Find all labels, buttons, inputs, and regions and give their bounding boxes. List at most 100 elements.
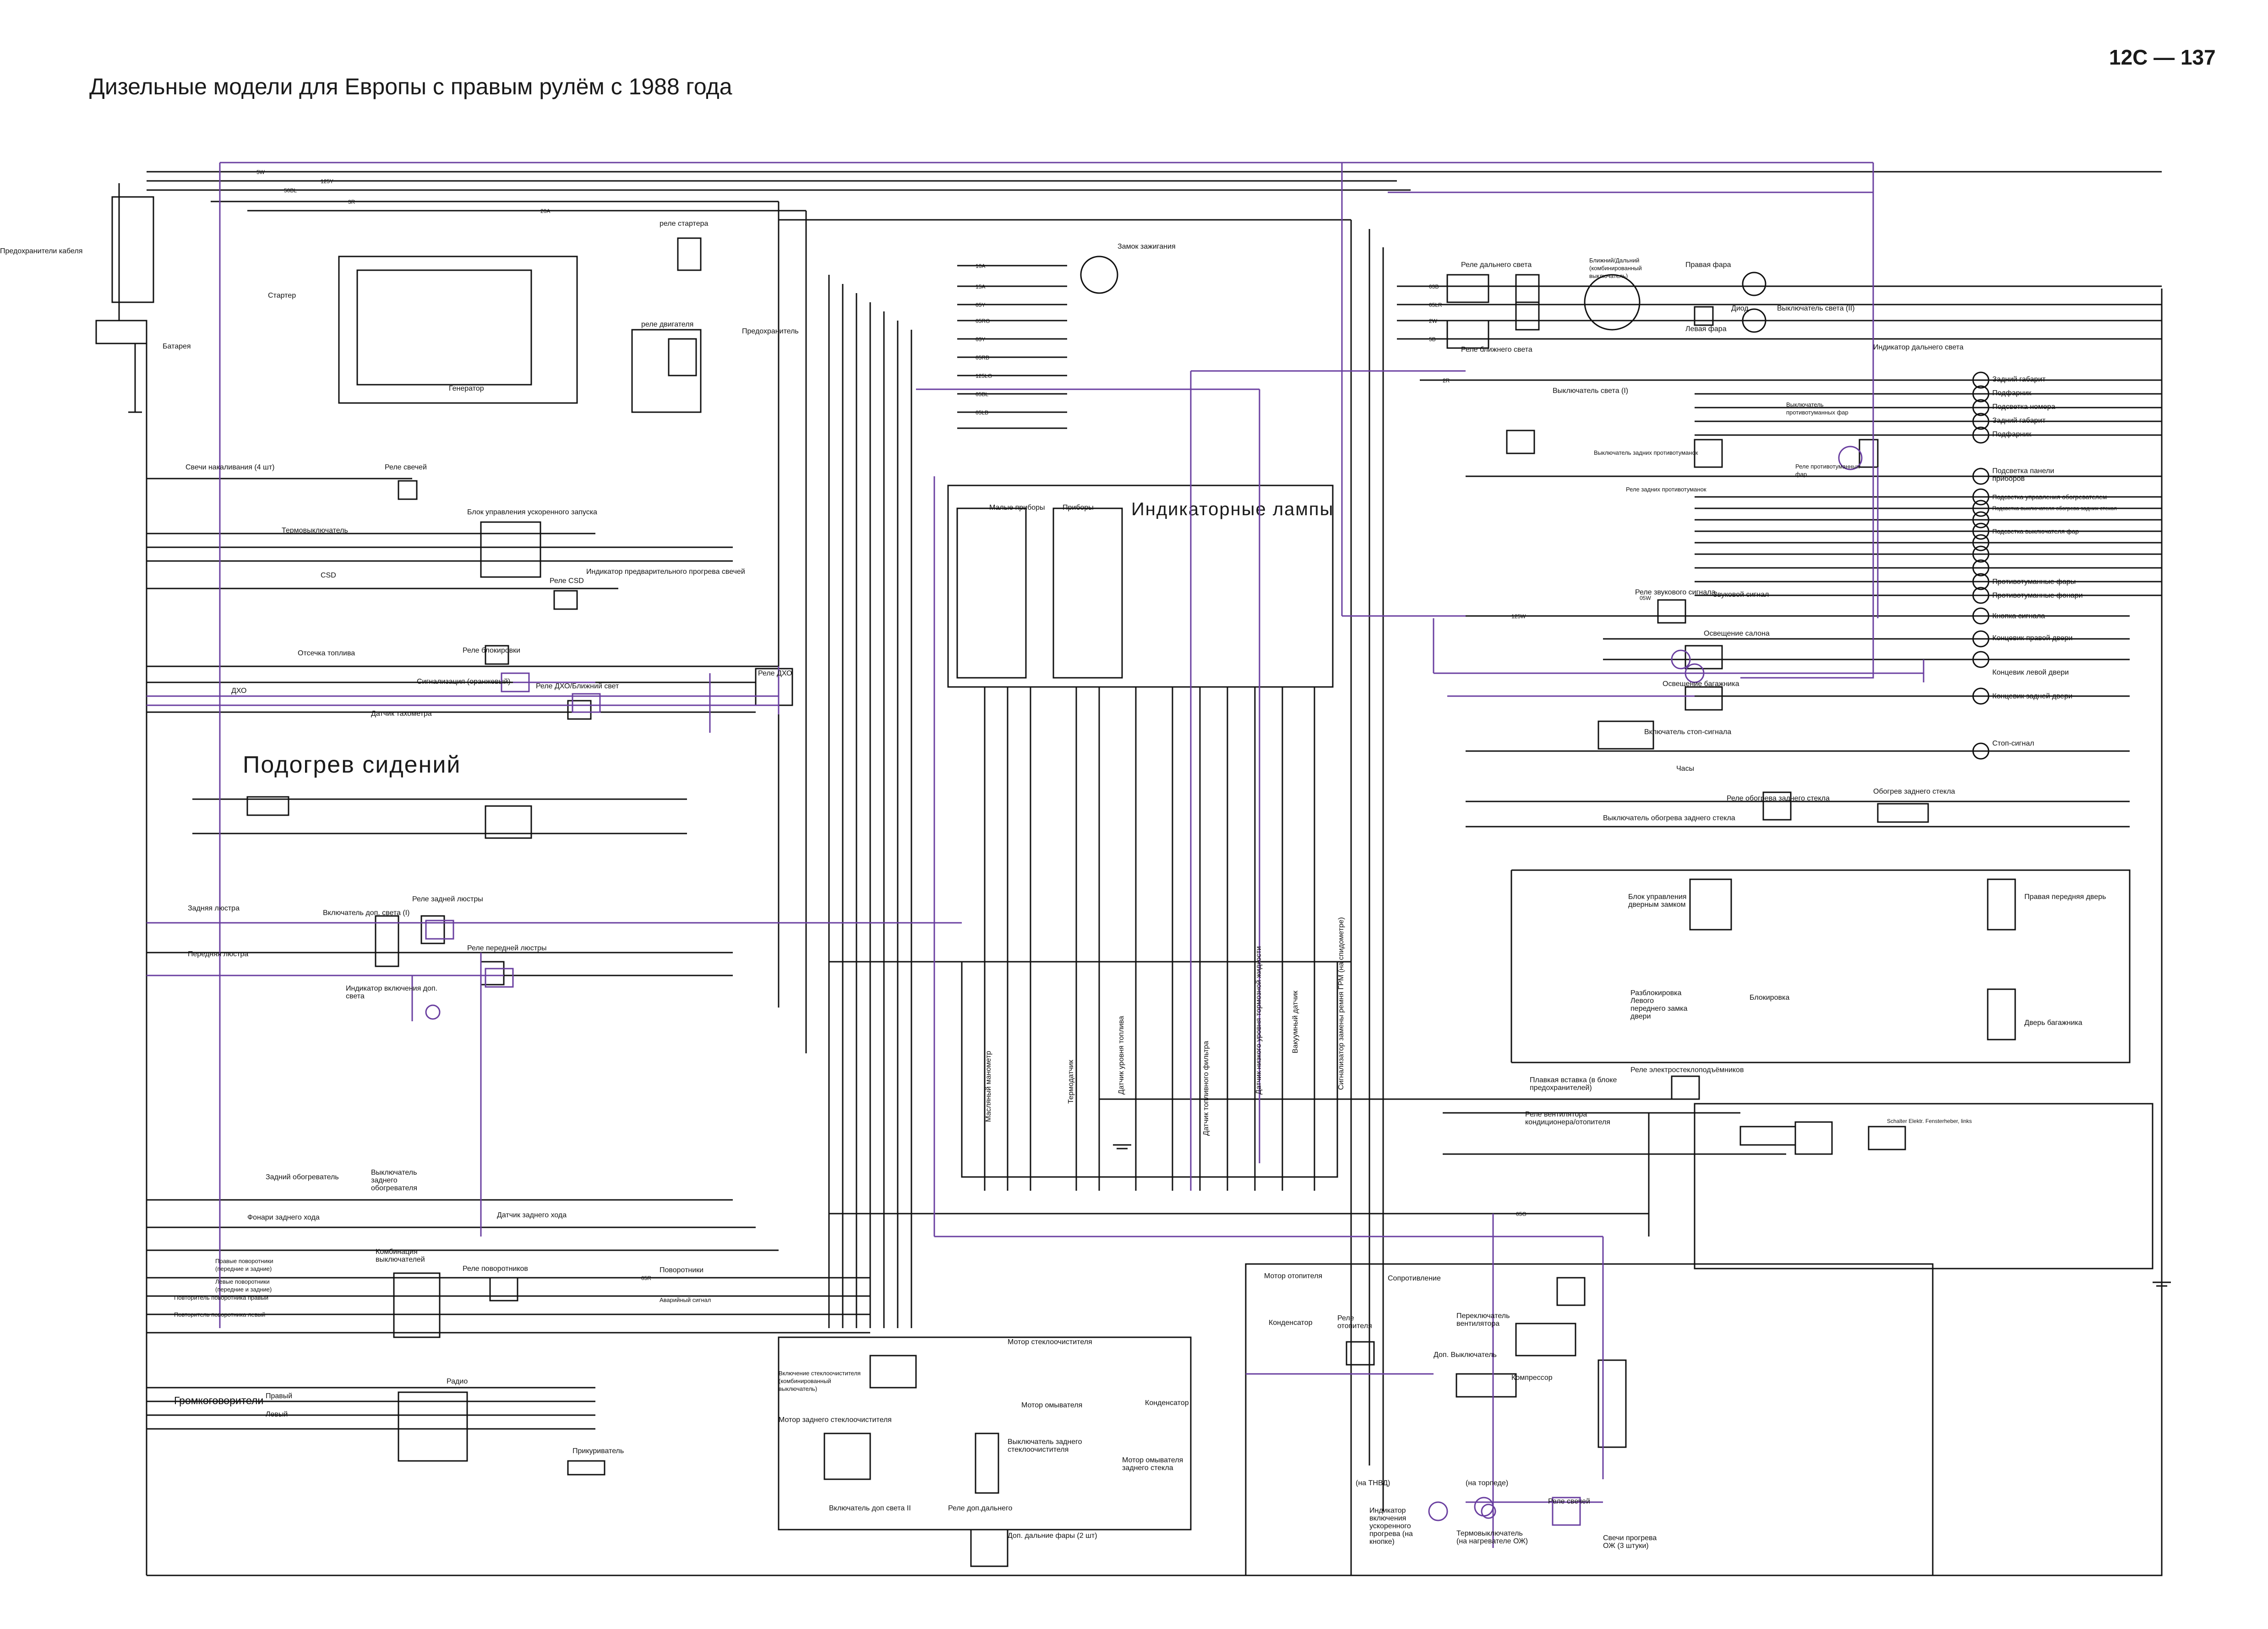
fuel-cut-label: Отсечка топлива — [298, 649, 355, 657]
timing-belt-label: Сигнализатор замены ремня ГРМ (на спидом… — [1337, 917, 1345, 1090]
brake-fluid-sensor-label: Датчик низкого уровня тормозной жидкости — [1255, 946, 1263, 1095]
rear-fog-switch-label: Выключатель задних противотуманок — [1594, 449, 1698, 456]
fan-switch-label: Переключатель вентилятора — [1456, 1312, 1510, 1328]
window-relay-label: Реле электростеклоподъёмников — [1630, 1066, 1744, 1074]
plate-light-label: Подсветка номера — [1992, 403, 2055, 411]
ignition-switch-label: Замок зажигания — [1118, 243, 1176, 251]
wire-code-label: 05LR — [1429, 302, 1442, 308]
headlight-2-label: Подфарник — [1992, 430, 2032, 438]
dho-relay-low-label: Реле ДХО/Ближний свет — [536, 682, 619, 690]
quick-start-unit-label: Блок управления ускоренного запуска — [467, 508, 597, 516]
wire-code-label: 125W — [1511, 613, 1526, 620]
rear-chandelier-label: Задняя люстра — [188, 904, 240, 912]
wire-code-label: 15A — [976, 283, 986, 290]
beam-switch-label: Ближний/Дальний (комбинированный выключа… — [1589, 257, 1642, 279]
radio-label: Радио — [447, 1378, 468, 1385]
wire-code-label: 5B — [1429, 336, 1436, 343]
oil-pressure-label: Масляный манометр — [985, 1051, 992, 1122]
fog-lights-label: Противотуманные фары — [1992, 578, 2076, 586]
gauges-label: Приборы — [1063, 504, 1094, 512]
lock-label: Блокировка — [1750, 994, 1790, 1002]
horn-label: Звуковой сигнал — [1713, 591, 1769, 599]
window-switch-label: Schalter Elektr. Fensterheber, links — [1887, 1118, 1972, 1124]
front-chandelier-relay-label: Реле передней люстры — [467, 944, 547, 952]
section-title-indicators: Индикаторные лампы — [1131, 499, 1334, 519]
speaker-right-label: Правый — [266, 1392, 293, 1400]
compressor-label: Компрессор — [1511, 1374, 1553, 1382]
front-right-door-label: Правая передняя дверь — [2024, 893, 2106, 901]
battery-label: Батарея — [163, 343, 191, 350]
quick-heat-indicator-label: Индикатор включения ускоренного прогрева… — [1369, 1507, 1413, 1546]
rear-marker-2-label: Задний габарит — [1992, 417, 2046, 425]
wire-code-label: 05BL — [976, 391, 989, 398]
door-lock-unit-label: Блок управления дверным замком — [1628, 893, 1687, 909]
turn-rep-r-label: Повторитель поворотника правый — [174, 1294, 268, 1301]
glow-relay-label: Реле свечей — [385, 463, 427, 471]
section-title-seat-heating: Подогрев сидений — [243, 752, 461, 778]
wire-code-label: 05LB — [976, 409, 989, 416]
coolant-thermo-label: Термовыключатель (на нагревателе ОЖ) — [1456, 1530, 1528, 1545]
air-filter-sensor-label: Вакуумный датчик — [1292, 991, 1299, 1053]
small-gauges-label: Малые приборы — [989, 504, 1045, 512]
turn-relay-label: Реле поворотников — [463, 1265, 528, 1273]
trunk-light-label: Освещение багажника — [1663, 680, 1739, 688]
wire-code-label: 03B — [1429, 283, 1439, 290]
glow-plugs-label: Свечи накаливания (4 шт) — [185, 463, 275, 471]
torpedo-label: (на торпеде) — [1466, 1479, 1509, 1487]
wire-code-label: 05Y — [976, 302, 986, 308]
dho-relay-label: Реле ДХО — [758, 670, 792, 677]
resistor-label: Сопротивление — [1388, 1275, 1441, 1282]
glow-relay-2-label: Реле свечей — [1548, 1498, 1590, 1505]
page-number: 12C — 137 — [2109, 45, 2216, 69]
wire-code-label: 05G — [1516, 1211, 1527, 1217]
heater-motor-label: Мотор отопителя — [1264, 1272, 1323, 1280]
fog-switch-label: Выключатель противотуманных фар — [1786, 401, 1848, 416]
rear-wiper-motor-label: Мотор заднего стеклоочистителя — [779, 1416, 892, 1424]
fuel-filter-sensor-label: Датчик топливного фильтра — [1202, 1041, 1210, 1136]
fog-relay-label: Реле противотуманных фар — [1795, 463, 1860, 478]
engine-relay-label: реле двигателя — [641, 321, 694, 328]
washer-motor-label: Мотор омывателя — [1021, 1401, 1083, 1409]
diode-label: Диод — [1731, 305, 1749, 312]
trunk-door-label: Дверь багажника — [2024, 1019, 2083, 1027]
signal-orange-label: Сигнализация (оранжевый) — [417, 678, 511, 686]
csd-relay-label: Реле CSD — [550, 577, 584, 585]
rear-heater-label: Задний обогреватель — [266, 1173, 339, 1181]
wire-code-label: 50BL — [284, 187, 297, 194]
speaker-left-label: Левый — [266, 1411, 288, 1418]
stop-switch-label: Включатель стоп-сигнала — [1644, 728, 1732, 736]
right-headlight-label: Правая фара — [1685, 261, 1731, 269]
cable-fuses-label: Предохранители кабеля — [0, 247, 83, 255]
heater-relay-label: Реле отопителя — [1337, 1314, 1372, 1330]
right-door-switch-label: Концевик правой двери — [1992, 634, 2073, 642]
aux-light-switch-label: Включатель доп. света (I) — [323, 909, 410, 917]
combo-switch-label: Комбинация выключателей — [376, 1248, 425, 1264]
ac-fan-relay-label: Реле вентилятора кондиционера/отопителя — [1525, 1111, 1610, 1126]
panel-light-label: Подсветка панели приборов — [1992, 467, 2055, 483]
cigarette-label: Прикуриватель — [572, 1447, 624, 1455]
headlight-1-label: Подфарник — [1992, 389, 2032, 397]
wire-code-label: 5W — [256, 169, 265, 175]
generator-label: Генератор — [449, 385, 484, 392]
starter-label: Стартер — [268, 292, 296, 300]
left-headlight-label: Левая фара — [1685, 325, 1727, 333]
glow-plugs-coolant-label: Свечи прогрева ОЖ (3 штуки) — [1603, 1534, 1657, 1550]
lock-unlock-label: Разблокировка Левого переднего замка две… — [1630, 989, 1688, 1020]
rear-glass-heater-label: Обогрев заднего стекла — [1873, 788, 1955, 795]
left-door-switch-label: Концевик левой двери — [1992, 669, 2069, 676]
aux-switch-label: Доп. Выключатель — [1434, 1351, 1497, 1359]
rear-wiper-switch-label: Выключатель заднего стеклоочистителя — [1008, 1438, 1082, 1454]
front-chandelier-label: Передняя люстра — [188, 950, 249, 958]
turn-fl-label: Левые поворотники (передние и задние) — [215, 1278, 272, 1293]
turn-signals-label: Поворотники — [660, 1266, 704, 1274]
clock-label: Часы — [1676, 765, 1695, 773]
wire-code-label: 20A — [540, 208, 551, 214]
fuel-level-sensor-label: Датчик уровня топлива — [1118, 1016, 1125, 1095]
hazard-switch-light-label: Подсветка выключателя обогрева задних ст… — [1992, 505, 2117, 512]
light-switch-i-label: Выключатель света (I) — [1553, 387, 1629, 395]
aux-light-relay-label: Реле доп.дальнего — [948, 1504, 1013, 1512]
aux-high-beams-label: Доп. дальние фары (2 шт) — [1008, 1532, 1097, 1540]
wire-code-label: 125Y — [321, 178, 334, 185]
lock-relay-label: Реле блокировки — [463, 647, 521, 654]
